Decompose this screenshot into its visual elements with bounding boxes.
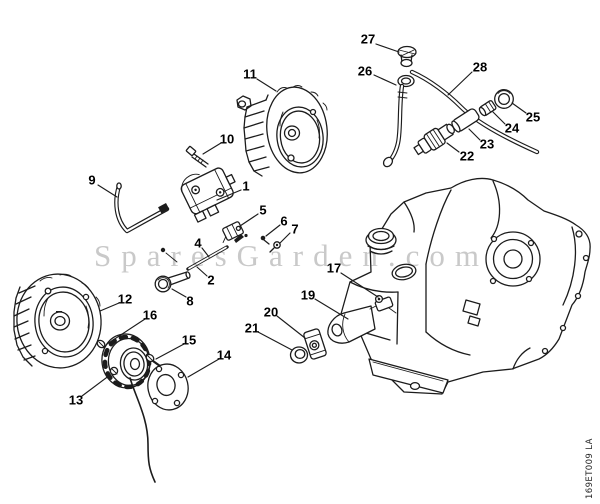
diagram-reference-code: 169ET009 LA bbox=[585, 438, 595, 499]
starter-pulley bbox=[101, 333, 156, 483]
leader-line-23 bbox=[468, 128, 481, 141]
leader-line-8 bbox=[171, 288, 187, 298]
flywheel-upper bbox=[243, 85, 328, 177]
coil-screw bbox=[185, 145, 209, 168]
ground-wire bbox=[114, 182, 170, 234]
contact-block bbox=[222, 221, 244, 243]
leader-line-22 bbox=[446, 142, 460, 153]
mounting-foot bbox=[368, 358, 449, 394]
flywheel-nut bbox=[236, 95, 252, 111]
leader-line-2 bbox=[196, 266, 208, 277]
plug-connector bbox=[413, 123, 455, 156]
leader-line-6 bbox=[265, 224, 281, 237]
pin-6 bbox=[260, 235, 270, 245]
leader-line-5 bbox=[239, 213, 259, 227]
sleeve-bushing bbox=[478, 100, 497, 117]
leader-line-24 bbox=[492, 111, 506, 125]
rope-screw-15 bbox=[145, 353, 162, 368]
leader-line-20 bbox=[276, 315, 306, 339]
screw-7 bbox=[269, 241, 281, 253]
wire-sleeve bbox=[451, 108, 480, 133]
bracket-19 bbox=[327, 305, 376, 344]
leader-line-16 bbox=[106, 318, 146, 345]
flywheel-lower bbox=[13, 273, 102, 369]
ignition-wire bbox=[409, 69, 540, 155]
leader-line-11 bbox=[256, 78, 277, 92]
crankcase-housing bbox=[340, 177, 591, 395]
starter-rope bbox=[129, 377, 156, 483]
leader-line-27 bbox=[375, 43, 400, 53]
leader-line-15 bbox=[155, 343, 185, 360]
leader-line-9 bbox=[97, 184, 118, 198]
spark-plug-terminal bbox=[397, 45, 417, 68]
spark-plug-boot bbox=[382, 74, 415, 168]
leader-line-4 bbox=[201, 247, 210, 258]
oil-filler-boss bbox=[365, 227, 397, 255]
leader-line-19 bbox=[314, 298, 349, 320]
leader-line-7 bbox=[279, 232, 291, 244]
leader-line-10 bbox=[202, 142, 222, 155]
leader-line-21 bbox=[257, 331, 293, 351]
leader-line-14 bbox=[187, 358, 220, 378]
leader-line-25 bbox=[511, 102, 527, 114]
bolt-8 bbox=[154, 271, 191, 293]
contact-switch bbox=[369, 294, 397, 314]
clamp-plate bbox=[303, 328, 327, 360]
washer-plate bbox=[147, 363, 189, 411]
washer-21 bbox=[289, 346, 309, 364]
leader-line-17 bbox=[340, 272, 379, 298]
leader-lines bbox=[81, 43, 527, 397]
leader-line-12 bbox=[99, 302, 120, 312]
leader-line-28 bbox=[447, 71, 473, 96]
grommet-ring bbox=[494, 89, 514, 109]
ignition-coil bbox=[180, 167, 236, 223]
leader-line-26 bbox=[373, 74, 397, 86]
adjusting-rod bbox=[160, 233, 248, 271]
leader-line-13 bbox=[81, 374, 111, 397]
leader-line-1 bbox=[216, 189, 242, 201]
